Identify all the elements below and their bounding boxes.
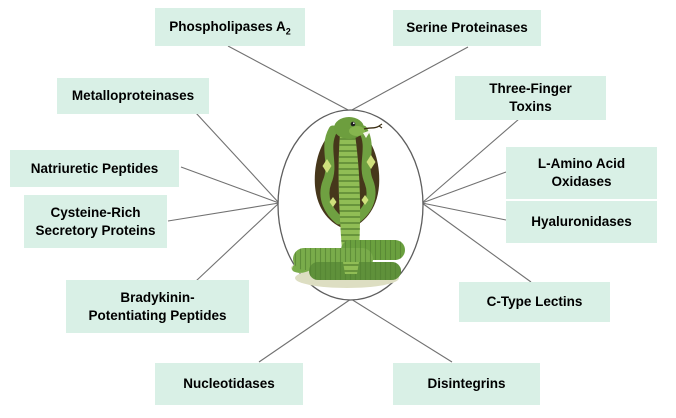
connector-line [421, 171, 507, 204]
connector-line [195, 112, 280, 204]
label-hyaluronidases: Hyaluronidases [506, 201, 657, 243]
label-text: Serine Proteinases [406, 20, 528, 36]
connector-line [421, 118, 520, 204]
snake-head [334, 117, 383, 139]
label-l-amino-acid-oxidases: L-Amino Acid Oxidases [506, 147, 657, 199]
label-text: C-Type Lectins [486, 294, 583, 310]
label-serine-proteinases: Serine Proteinases [393, 10, 541, 46]
connector-line [227, 45, 351, 112]
label-bradykinin-potentiating-peptides: Bradykinin- Potentiating Peptides [66, 280, 249, 333]
label-text: L-Amino Acid Oxidases [537, 156, 626, 189]
label-text: Natriuretic Peptides [30, 160, 159, 176]
label-c-type-lectins: C-Type Lectins [459, 282, 610, 322]
cobra-snake-illustration [291, 117, 405, 288]
connector-line [349, 46, 469, 112]
label-disintegrins: Disintegrins [393, 363, 540, 405]
label-text: Hyaluronidases [531, 214, 632, 230]
connector-line-group [167, 45, 532, 363]
label-phospholipases-a2: Phospholipases A2 [155, 8, 305, 46]
label-nucleotidases: Nucleotidases [155, 363, 303, 405]
label-text: Disintegrins [427, 376, 506, 392]
connector-line [167, 202, 280, 222]
connector-line [180, 166, 280, 204]
connector-line [195, 202, 280, 282]
label-text: Bradykinin- Potentiating Peptides [88, 289, 227, 323]
label-natriuretic-peptides: Natriuretic Peptides [10, 150, 179, 187]
connector-line [421, 202, 507, 221]
label-text: Cysteine-Rich Secretory Proteins [35, 204, 156, 238]
snake-body [338, 134, 361, 264]
label-text: Nucleotidases [183, 376, 275, 392]
label-cysteine-rich-secretory-proteins: Cysteine-Rich Secretory Proteins [24, 195, 167, 248]
connector-line [421, 202, 532, 283]
snake-coils [292, 240, 405, 280]
label-text: Phospholipases A2 [169, 19, 291, 37]
connector-line [350, 298, 453, 363]
label-text: Metalloproteinases [71, 88, 195, 104]
label-text: Three-Finger Toxins [489, 81, 572, 114]
label-metalloproteinases: Metalloproteinases [57, 78, 209, 114]
label-three-finger-toxins: Three-Finger Toxins [455, 76, 606, 120]
connector-line [258, 298, 352, 363]
